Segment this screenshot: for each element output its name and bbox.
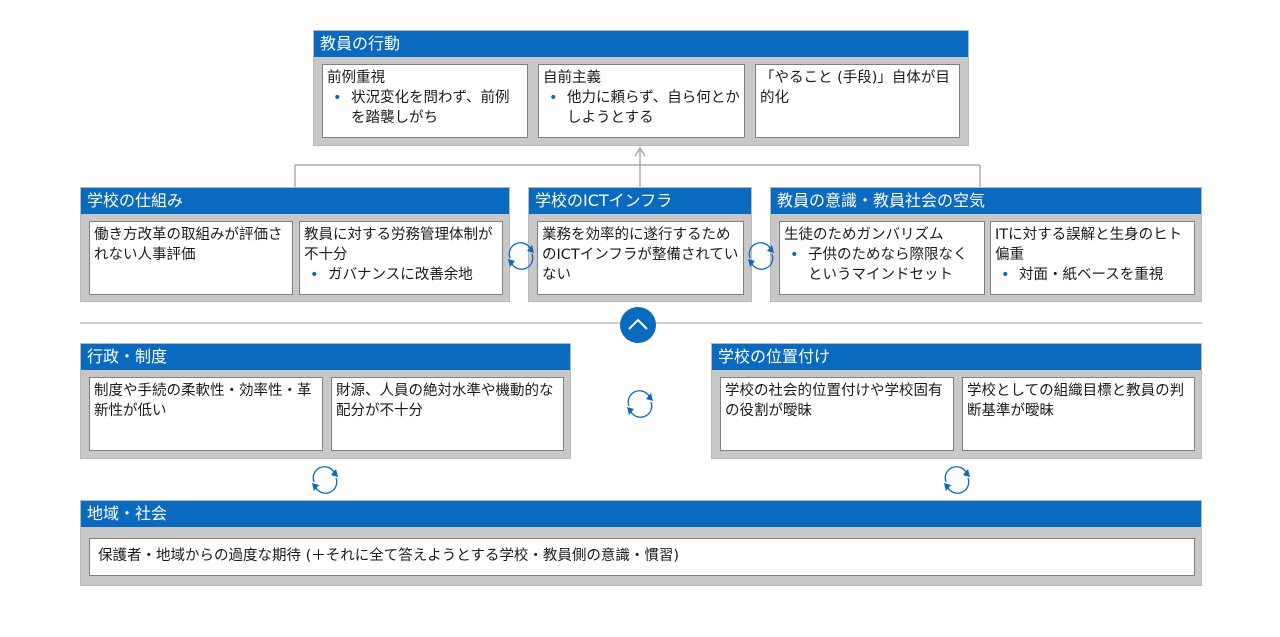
box-bullet: 対面・紙ベースを重視 [995,265,1190,285]
box-head: 働き方改革の取組みが評価されない人事評価 [94,227,283,263]
box-bullet: 他力に頼らず、自ら何とかしようとする [543,88,740,128]
box-head: 学校としての組織目標と教員の判断基準が曖昧 [967,383,1185,419]
box-head: ITに対する誤解と生身のヒト偏重 [995,227,1183,263]
cycle-arrows-icon [508,242,534,270]
box-resources: 財源、人員の絶対水準や機動的な配分が不十分 [331,377,564,451]
box-head: 学校の社会的位置付けや学校固有の役割が曖昧 [725,383,943,419]
box-bullet: ガバナンスに改善余地 [304,265,498,285]
cycle-arrows-icon [944,466,970,494]
box-head: 財源、人員の絶対水準や機動的な配分が不十分 [336,383,554,419]
cycle-arrows-icon [627,390,653,418]
box-social-position: 学校の社会的位置付けや学校固有の役割が曖昧 [720,377,954,451]
group-awareness: 教員の意識・教員社会の空気 生徒のためガンバリズム 子供のためなら際限なくという… [770,187,1202,302]
box-labor-management: 教員に対する労務管理体制が不十分 ガバナンスに改善余地 [299,221,503,295]
group-title: 学校のICTインフラ [529,188,751,214]
box-means-as-goal: 「やること (手段)」自体が目的化 [755,64,960,138]
group-title: 行政・制度 [81,344,570,370]
group-title: 学校の位置付け [712,344,1201,370]
box-head: 生徒のためガンバリズム [784,227,944,243]
box-head: 教員に対する労務管理体制が不十分 [304,227,493,263]
group-community: 地域・社会 保護者・地域からの過度な期待 (＋それに全て答えようとする学校・教員… [80,500,1202,586]
group-school-system: 学校の仕組み 働き方改革の取組みが評価されない人事評価 教員に対する労務管理体制… [80,187,510,302]
box-head: 「やること (手段)」自体が目的化 [760,70,950,106]
group-ict: 学校のICTインフラ 業務を効率的に遂行するためのICTインフラが整備されていな… [528,187,752,302]
box-self-reliance: 自前主義 他力に頼らず、自ら何とかしようとする [538,64,745,138]
box-flexibility: 制度や手続の柔軟性・効率性・革新性が低い [89,377,323,451]
box-head: 前例重視 [327,70,385,86]
group-title: 教員の行動 [314,31,968,57]
cycle-arrows-icon [748,242,774,270]
box-evaluation: 働き方改革の取組みが評価されない人事評価 [89,221,293,295]
box-bullet: 子供のためなら際限なくというマインドセット [784,245,980,285]
group-position: 学校の位置付け 学校の社会的位置付けや学校固有の役割が曖昧 学校としての組織目標… [711,343,1202,459]
group-title: 地域・社会 [81,501,1201,527]
group-admin: 行政・制度 制度や手続の柔軟性・効率性・革新性が低い 財源、人員の絶対水準や機動… [80,343,571,459]
box-expectations: 保護者・地域からの過度な期待 (＋それに全て答えようとする学校・教員側の意識・慣… [89,538,1195,576]
box-head: 自前主義 [543,70,601,86]
box-bullet: 状況変化を問わず、前例を踏襲しがち [327,88,523,128]
group-title: 教員の意識・教員社会の空気 [771,188,1201,214]
box-head: 業務を効率的に遂行するためのICTインフラが整備されていない [542,227,739,283]
box-head: 保護者・地域からの過度な期待 (＋それに全て答えようとする学校・教員側の意識・慣… [98,548,679,564]
box-ict-infra: 業務を効率的に遂行するためのICTインフラが整備されていない [537,221,744,295]
cycle-arrows-icon [312,466,338,494]
box-precedent: 前例重視 状況変化を問わず、前例を踏襲しがち [322,64,528,138]
box-ganbarism: 生徒のためガンバリズム 子供のためなら際限なくというマインドセット [779,221,985,295]
group-teacher-action: 教員の行動 前例重視 状況変化を問わず、前例を踏襲しがち 自前主義 他力に頼らず… [313,30,969,146]
group-title: 学校の仕組み [81,188,509,214]
up-chevron-icon [620,307,656,343]
box-org-goals: 学校としての組織目標と教員の判断基準が曖昧 [962,377,1195,451]
box-head: 制度や手続の柔軟性・効率性・革新性が低い [94,383,312,419]
box-it-misunderstanding: ITに対する誤解と生身のヒト偏重 対面・紙ベースを重視 [990,221,1195,295]
